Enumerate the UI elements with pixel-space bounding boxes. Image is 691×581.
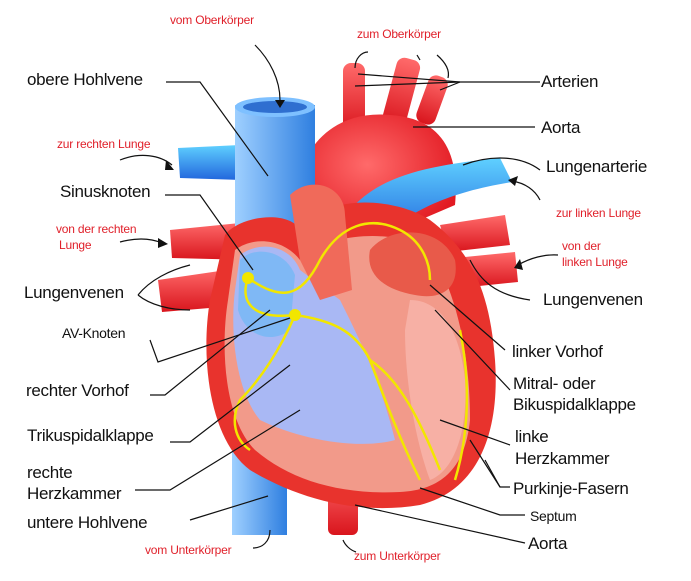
- label-trikuspidalklappe: Trikuspidalklappe: [27, 426, 154, 445]
- label-linke-herzkammer-line2: Herzkammer: [515, 449, 610, 468]
- flow-arrows: [119, 44, 559, 553]
- label-aorta-top: Aorta: [541, 118, 581, 137]
- septum-shape: [290, 184, 352, 300]
- label-arterien: Arterien: [541, 72, 599, 91]
- left-ventricle: [405, 300, 466, 480]
- label-purkinje-fasern: Purkinje-Fasern: [513, 479, 629, 498]
- flow-zur-linken-lunge: zur linken Lunge: [556, 206, 641, 220]
- label-septum: Septum: [530, 508, 577, 524]
- left-atrium-shape: [369, 232, 456, 297]
- flow-von-der-linken-lunge-line2: linken Lunge: [562, 255, 628, 269]
- flow-zur-rechten-lunge: zur rechten Lunge: [57, 137, 151, 151]
- aortic-arch-arteries: [343, 57, 448, 133]
- label-rechte-herzkammer-line2: Herzkammer: [27, 484, 122, 503]
- leader-lines: [135, 73, 541, 544]
- label-av-knoten: AV-Knoten: [62, 325, 126, 341]
- label-mitralklappe-line2: Bikuspidalklappe: [513, 395, 636, 414]
- flow-von-der-rechten-lunge-line1: von der rechten: [56, 222, 137, 236]
- label-rechte-herzkammer-line1: rechte: [27, 463, 73, 482]
- flow-vom-unterkoerper: vom Unterkörper: [145, 543, 232, 557]
- label-rechter-vorhof: rechter Vorhof: [26, 381, 129, 400]
- label-linke-herzkammer-line1: linke: [515, 427, 549, 446]
- flow-zum-unterkoerper: zum Unterkörper: [354, 549, 441, 563]
- label-untere-hohlvene: untere Hohlvene: [27, 513, 148, 532]
- label-mitralklappe-line1: Mitral- oder: [513, 374, 596, 393]
- label-obere-hohlvene: obere Hohlvene: [27, 70, 143, 89]
- flow-vom-oberkoerper: vom Oberkörper: [170, 13, 254, 27]
- label-linker-vorhof: linker Vorhof: [512, 342, 603, 361]
- conduction-system: [233, 222, 469, 481]
- flow-zum-oberkoerper: zum Oberkörper: [357, 27, 441, 41]
- label-lungenvenen-right: Lungenvenen: [543, 290, 643, 309]
- label-sinusknoten: Sinusknoten: [60, 182, 151, 201]
- flow-von-der-linken-lunge-line1: von der: [562, 239, 601, 253]
- label-lungenarterie: Lungenarterie: [546, 157, 648, 176]
- arrow-heads: [158, 100, 523, 270]
- label-aorta-bottom: Aorta: [528, 534, 568, 553]
- flow-von-der-rechten-lunge-line2: Lunge: [59, 238, 92, 252]
- label-lungenvenen-left: Lungenvenen: [24, 283, 124, 302]
- av-node: [289, 309, 301, 321]
- sinus-node: [242, 272, 254, 284]
